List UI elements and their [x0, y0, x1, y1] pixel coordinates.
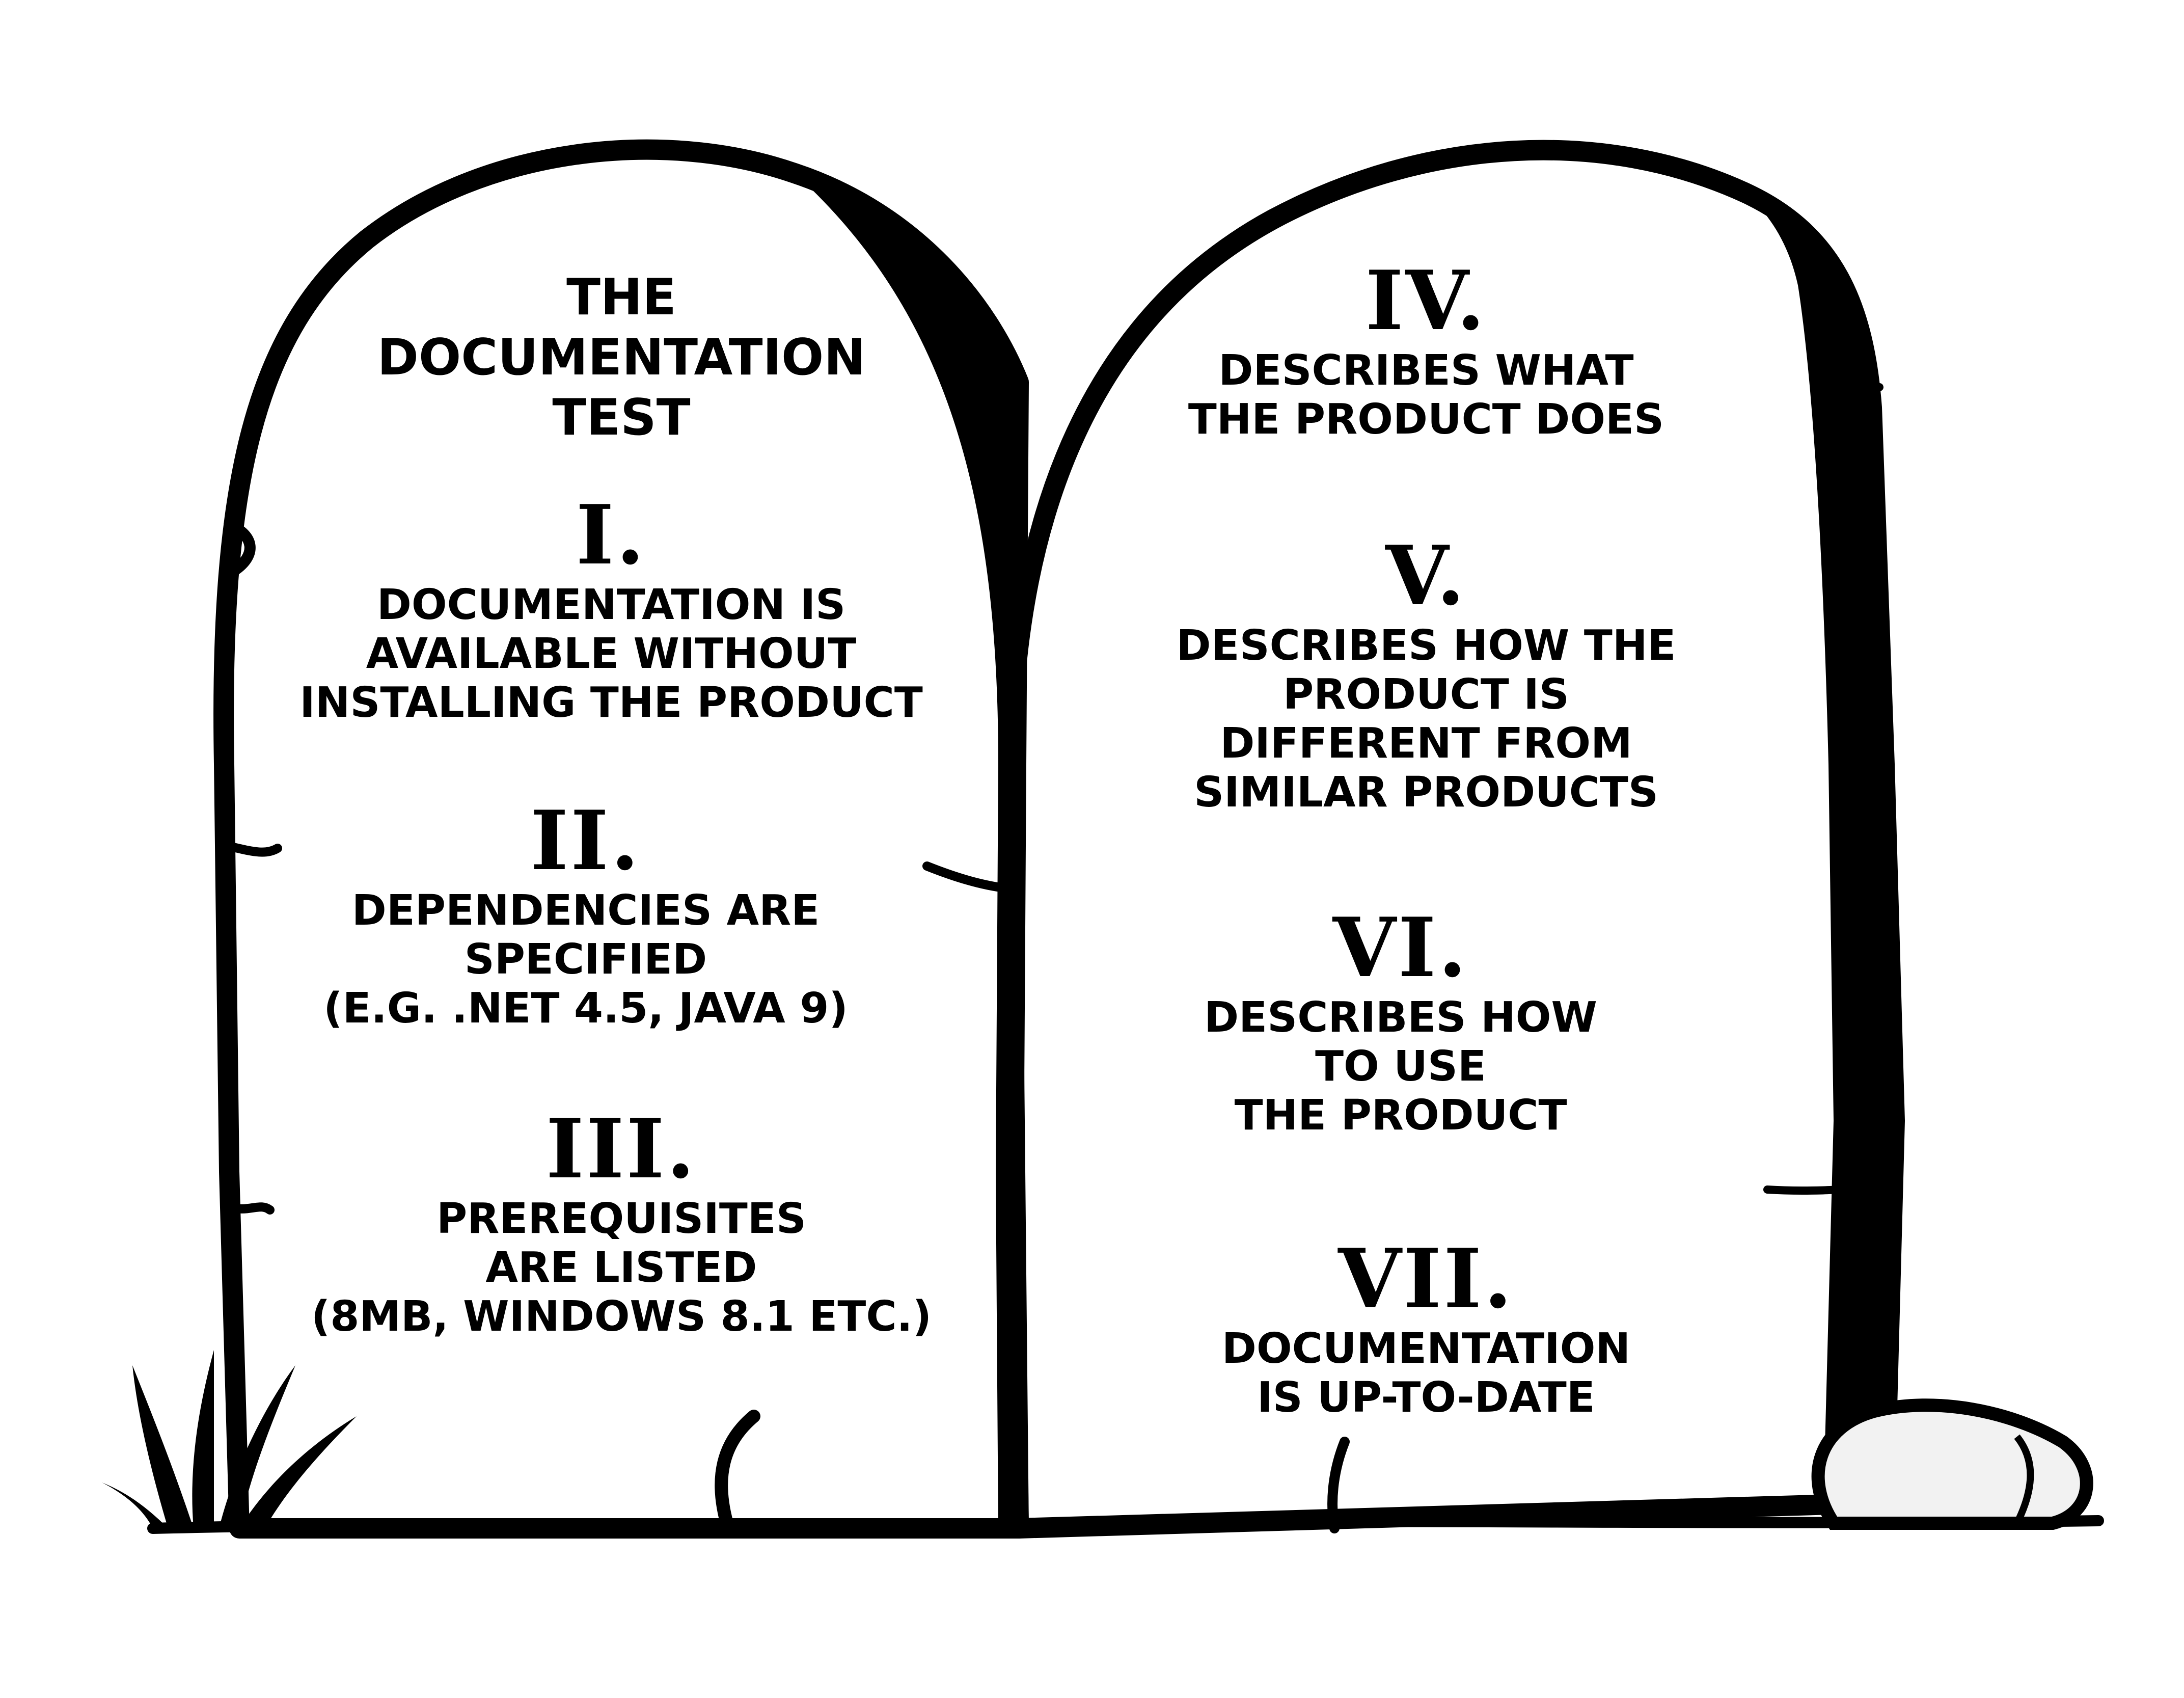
- title-line: DOCUMENTATION: [377, 329, 866, 387]
- commandment-line: ARE LISTED: [485, 1244, 757, 1292]
- commandment-line: DOCUMENTATION IS: [376, 581, 846, 629]
- commandment-line: (E.G. .NET 4.5, JAVA 9): [323, 984, 848, 1033]
- commandment-numeral: II.: [530, 793, 641, 888]
- commandment-line: DOCUMENTATION: [1221, 1325, 1631, 1373]
- commandment-3: III. PREREQUISITES ARE LISTED (8MB, WIND…: [265, 1103, 978, 1341]
- commandment-line: SIMILAR PRODUCTS: [1194, 768, 1658, 817]
- grass-tuft: [102, 1350, 357, 1528]
- commandment-4: IV. DESCRIBES WHAT THE PRODUCT DOES: [1070, 255, 1783, 444]
- commandment-numeral: I.: [576, 487, 647, 583]
- commandment-line: AVAILABLE WITHOUT: [366, 630, 857, 678]
- commandment-line: IS UP-TO-DATE: [1257, 1373, 1595, 1422]
- commandment-5: V. DESCRIBES HOW THE PRODUCT IS DIFFEREN…: [1070, 530, 1783, 817]
- commandment-line: TO USE: [1315, 1042, 1486, 1091]
- commandment-6: VI. DESCRIBES HOW TO USE THE PRODUCT: [1044, 902, 1757, 1140]
- commandment-line: INSTALLING THE PRODUCT: [299, 679, 923, 727]
- commandment-line: (8MB, WINDOWS 8.1 ETC.): [311, 1292, 932, 1341]
- commandment-numeral: III.: [545, 1101, 697, 1197]
- crack-mark: [715, 1410, 760, 1535]
- commandment-1: I. DOCUMENTATION IS AVAILABLE WITHOUT IN…: [229, 489, 993, 727]
- commandment-line: PREREQUISITES: [436, 1195, 806, 1243]
- crack-mark: [225, 1202, 275, 1215]
- title-line: TEST: [552, 389, 691, 447]
- commandment-line: DESCRIBES HOW THE: [1176, 622, 1676, 670]
- crack-mark: [224, 519, 256, 576]
- commandment-7: VII. DOCUMENTATION IS UP-TO-DATE: [1070, 1233, 1783, 1422]
- commandment-numeral: VI.: [1332, 900, 1469, 995]
- commandment-numeral: VII.: [1338, 1231, 1514, 1327]
- commandment-numeral: V.: [1385, 528, 1467, 624]
- right-tablet-side: [1747, 194, 1895, 1503]
- commandment-line: THE PRODUCT DOES: [1188, 395, 1664, 444]
- pebble: [1811, 1398, 2093, 1530]
- title-line: THE: [566, 268, 676, 327]
- commandment-2: II. DEPENDENCIES ARE SPECIFIED (E.G. .NE…: [229, 795, 942, 1033]
- commandment-line: SPECIFIED: [464, 935, 707, 984]
- commandment-line: THE PRODUCT: [1234, 1091, 1567, 1140]
- commandment-line: DEPENDENCIES ARE: [351, 886, 820, 935]
- crack-mark: [1327, 1437, 1350, 1533]
- crack-mark: [1814, 381, 1883, 407]
- pebble-shadow: [2013, 1434, 2034, 1525]
- commandment-line: PRODUCT IS: [1283, 670, 1569, 719]
- commandment-numeral: IV.: [1365, 253, 1487, 348]
- crack-mark: [222, 841, 282, 857]
- crack-mark: [1763, 1183, 1889, 1195]
- commandment-line: DESCRIBES HOW: [1204, 993, 1597, 1042]
- commandment-line: DESCRIBES WHAT: [1218, 346, 1634, 395]
- commandment-line: DIFFERENT FROM: [1220, 719, 1632, 768]
- tablet-title: THE DOCUMENTATION TEST: [265, 267, 978, 448]
- crack-mark: [922, 861, 1018, 894]
